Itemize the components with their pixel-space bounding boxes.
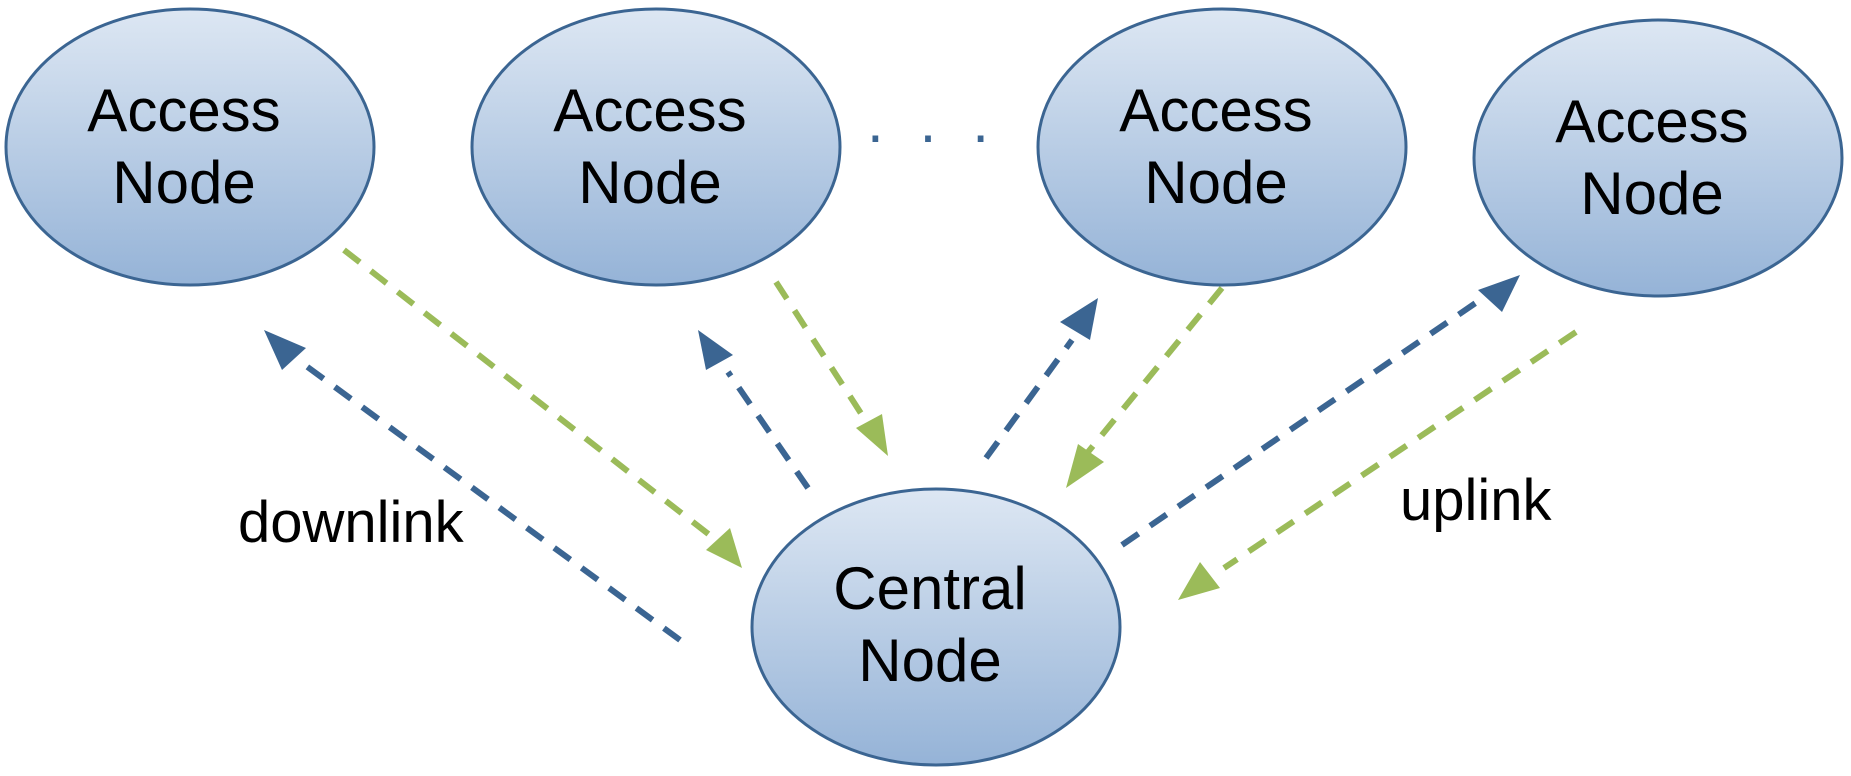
downlink-arrowhead-3 xyxy=(1060,298,1098,340)
access-node-2-label-line1: Access xyxy=(553,77,746,144)
access-node-4: Access Node xyxy=(1472,18,1844,298)
uplink-arrow-3 xyxy=(1085,286,1225,454)
downlink-arrow-3 xyxy=(983,338,1075,460)
downlink-label: downlink xyxy=(238,490,465,555)
downlink-arrows xyxy=(296,297,1482,643)
downlink-arrowheads xyxy=(264,275,1520,370)
access-node-2-label-line2: Node xyxy=(578,149,721,216)
uplink-label: uplink xyxy=(1400,468,1553,533)
downlink-arrow-4 xyxy=(1120,297,1482,548)
access-node-4-shape xyxy=(1472,18,1844,298)
downlink-arrowhead-1 xyxy=(264,330,306,370)
uplink-arrowheads xyxy=(706,414,1220,600)
uplink-arrowhead-4 xyxy=(1178,562,1220,600)
downlink-arrowhead-4 xyxy=(1478,275,1520,312)
uplink-arrow-2 xyxy=(773,280,867,420)
access-node-2: Access Node xyxy=(470,7,842,287)
access-node-3-label-line1: Access xyxy=(1119,77,1312,144)
access-node-1-shape xyxy=(4,7,376,287)
central-node-shape xyxy=(750,487,1122,767)
uplink-arrow-1 xyxy=(342,247,718,543)
uplink-arrows xyxy=(342,247,1578,571)
access-node-3: Access Node xyxy=(1036,7,1408,287)
access-node-1-label-line2: Node xyxy=(112,149,255,216)
central-node-label-line2: Node xyxy=(858,627,1001,694)
access-node-3-shape xyxy=(1036,7,1408,287)
uplink-arrow-4 xyxy=(1222,329,1578,571)
uplink-arrowhead-2 xyxy=(856,414,888,456)
access-node-2-shape xyxy=(470,7,842,287)
access-node-1: Access Node xyxy=(4,7,376,287)
central-node: Central Node xyxy=(750,487,1122,767)
uplink-arrowhead-3 xyxy=(1066,444,1104,488)
downlink-arrowhead-2 xyxy=(698,330,733,370)
downlink-arrow-2 xyxy=(725,370,811,490)
central-node-label-line1: Central xyxy=(833,555,1026,622)
access-node-4-label-line1: Access xyxy=(1555,88,1748,155)
downlink-arrow-1 xyxy=(296,357,682,643)
access-node-4-label-line2: Node xyxy=(1580,160,1723,227)
uplink-arrowhead-1 xyxy=(706,528,742,568)
access-node-1-label-line1: Access xyxy=(87,77,280,144)
access-node-3-label-line2: Node xyxy=(1144,149,1287,216)
more-nodes-ellipsis: · · · xyxy=(865,101,998,168)
